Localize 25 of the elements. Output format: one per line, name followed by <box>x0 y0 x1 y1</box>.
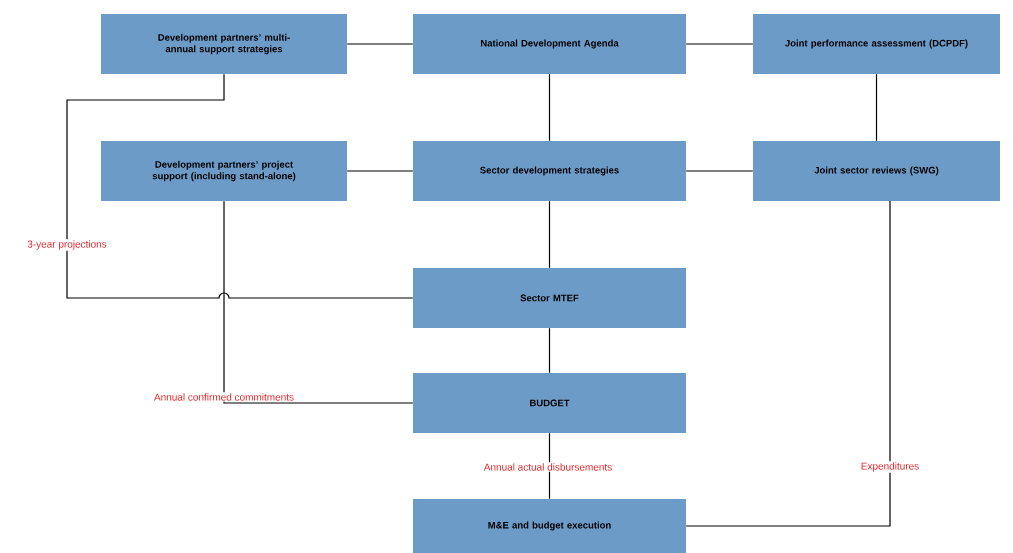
process-box: BUDGET <box>413 373 686 433</box>
process-box: Sector MTEF <box>413 268 686 328</box>
connector-line <box>685 200 891 527</box>
process-box: M&E and budget execution <box>413 499 686 553</box>
connector-line <box>223 200 414 404</box>
connector-line <box>685 43 754 45</box>
edge-label: 3-year projections <box>26 239 108 251</box>
connector-line <box>346 43 414 45</box>
edge-label: Annual confirmed commitments <box>153 392 296 402</box>
process-box: Sector development strategies <box>413 141 686 201</box>
connector-line <box>685 170 754 172</box>
connector-line <box>875 73 878 142</box>
edge-label: Annual actual disbursements <box>482 462 614 472</box>
connector-line <box>548 200 551 269</box>
process-box: Joint sector reviews (SWG) <box>753 141 1000 201</box>
process-box: Development partners’ project support (including stand-alone) <box>101 141 347 201</box>
connector-line <box>548 73 551 142</box>
process-box: National Development Agenda <box>413 14 686 74</box>
connector-line <box>548 327 551 374</box>
connector-line <box>346 170 414 172</box>
connector-line <box>66 73 414 299</box>
process-box: Joint performance assessment (DCPDF) <box>753 14 1000 74</box>
connector-line <box>548 432 551 500</box>
edge-label: Expenditures <box>859 461 921 473</box>
process-box: Development partners’ multi-annual support strategies <box>101 14 347 74</box>
